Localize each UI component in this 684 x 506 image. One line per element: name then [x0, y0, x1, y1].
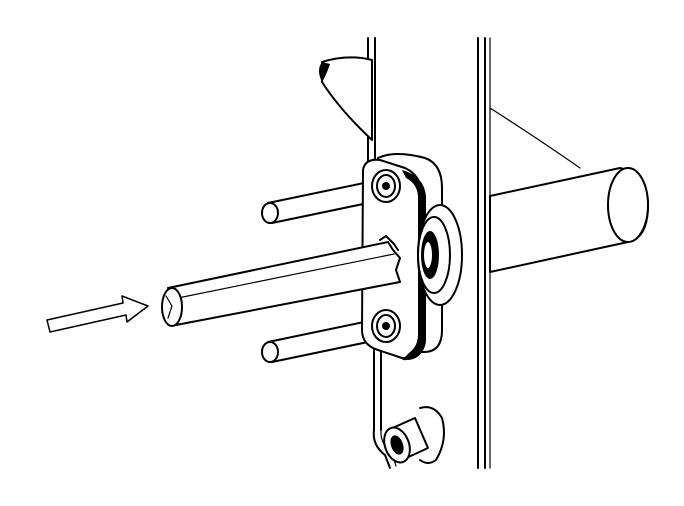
- outline-arrow-right-icon: [46, 295, 149, 333]
- lever-handle: [319, 56, 649, 273]
- latch-cylinder: [383, 406, 445, 464]
- spindle: [161, 235, 401, 327]
